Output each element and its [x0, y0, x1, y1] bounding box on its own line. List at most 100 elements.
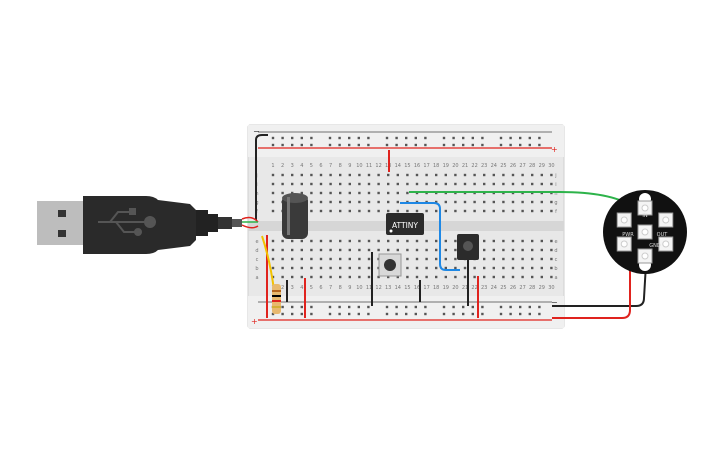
row-letter-label: d	[554, 248, 557, 254]
breadboard-hole	[424, 136, 427, 140]
breadboard-hole	[435, 182, 438, 186]
column-number-label: 12	[375, 163, 381, 169]
breadboard-hole	[377, 275, 380, 279]
breadboard-hole	[395, 143, 398, 147]
breadboard-hole	[435, 275, 438, 279]
breadboard-hole	[367, 275, 371, 279]
breadboard-hole	[377, 239, 380, 243]
breadboard-hole	[310, 173, 313, 177]
column-number-label: 16	[414, 285, 420, 291]
breadboard-hole	[492, 275, 495, 279]
column-number-label: 7	[329, 163, 332, 169]
breadboard-hole	[483, 173, 486, 177]
breadboard-hole	[540, 182, 543, 186]
red-wire-neopixel	[552, 266, 631, 319]
breadboard-hole	[540, 257, 543, 261]
breadboard-hole	[339, 182, 342, 186]
top-rail-plus-label: +	[551, 145, 558, 154]
breadboard-hole	[473, 200, 476, 204]
breadboard-hole	[367, 312, 370, 316]
breadboard-hole	[338, 305, 341, 309]
led-lens	[641, 252, 649, 260]
top-rail-minus-label: −	[253, 127, 260, 136]
breadboard-hole	[396, 173, 399, 177]
column-number-label: 10	[356, 163, 362, 169]
column-number-label: 5	[310, 285, 313, 291]
breadboard-hole	[358, 239, 361, 243]
column-number-label: 16	[414, 163, 420, 169]
breadboard-hole	[502, 200, 505, 204]
column-number-label: 26	[510, 163, 516, 169]
breadboard-hole	[406, 266, 409, 270]
breadboard-hole	[271, 239, 275, 243]
breadboard-hole	[406, 191, 409, 195]
breadboard-hole	[425, 173, 428, 177]
bottom-rail-minus-label: −	[551, 298, 558, 307]
row-letter-label: f	[256, 209, 258, 215]
row-letter-label: e	[255, 239, 258, 245]
breadboard-hole	[310, 248, 313, 252]
breadboard-hole	[435, 209, 438, 213]
breadboard-hole	[511, 182, 515, 186]
breadboard-hole	[291, 312, 294, 316]
blue-wire	[400, 202, 460, 271]
column-number-label: 8	[339, 285, 342, 291]
breadboard-hole	[319, 191, 323, 195]
breadboard-hole	[463, 182, 467, 186]
breadboard-hole	[348, 143, 351, 147]
column-number-label: 19	[443, 163, 449, 169]
column-number-label: 2	[281, 163, 284, 169]
breadboard-hole	[550, 275, 553, 279]
resistor	[272, 284, 281, 314]
breadboard-hole	[319, 200, 323, 204]
breadboard-hole	[454, 248, 457, 252]
breadboard-hole	[483, 266, 486, 270]
breadboard-hole	[291, 275, 294, 279]
breadboard-hole	[442, 143, 446, 147]
breadboard-hole	[405, 143, 408, 147]
breadboard-hole	[291, 248, 294, 252]
pad-out-label: OUT	[657, 232, 669, 238]
breadboard-hole	[385, 136, 389, 140]
breadboard-hole	[271, 257, 275, 261]
row-letter-label: b	[255, 266, 258, 272]
breadboard-hole	[540, 248, 543, 252]
breadboard-hole	[462, 136, 465, 140]
breadboard-hole	[483, 248, 486, 252]
breadboard-hole	[300, 173, 303, 177]
breadboard-hole	[454, 173, 457, 177]
breadboard-hole	[339, 266, 342, 270]
row-letter-label: j	[554, 173, 556, 179]
column-number-label: 22	[471, 285, 477, 291]
breadboard-hole	[463, 209, 467, 213]
breadboard-hole	[531, 257, 534, 261]
breadboard-hole	[502, 182, 505, 186]
breadboard-hole	[444, 200, 447, 204]
breadboard-hole	[511, 275, 515, 279]
breadboard-hole	[550, 209, 553, 213]
breadboard-hole	[300, 143, 303, 147]
breadboard-hole	[387, 200, 390, 204]
breadboard-hole	[483, 209, 486, 213]
breadboard-hole	[528, 143, 531, 147]
breadboard-hole	[540, 266, 543, 270]
breadboard-hole	[348, 305, 351, 309]
breadboard-hole	[415, 275, 419, 279]
row-letter-label: e	[554, 239, 557, 245]
breadboard-hole	[348, 136, 351, 140]
breadboard-hole	[328, 305, 332, 309]
breadboard-hole	[454, 209, 457, 213]
column-number-label: 28	[529, 285, 535, 291]
breadboard-hole	[385, 143, 389, 147]
breadboard-hole	[531, 173, 534, 177]
breadboard-hole	[540, 275, 543, 279]
breadboard-hole	[348, 182, 351, 186]
breadboard-hole	[291, 257, 294, 261]
breadboard-hole	[291, 266, 294, 270]
breadboard-hole	[348, 257, 351, 261]
breadboard-hole	[444, 248, 447, 252]
breadboard-hole	[339, 209, 342, 213]
breadboard-hole	[415, 266, 419, 270]
breadboard-hole	[492, 182, 495, 186]
